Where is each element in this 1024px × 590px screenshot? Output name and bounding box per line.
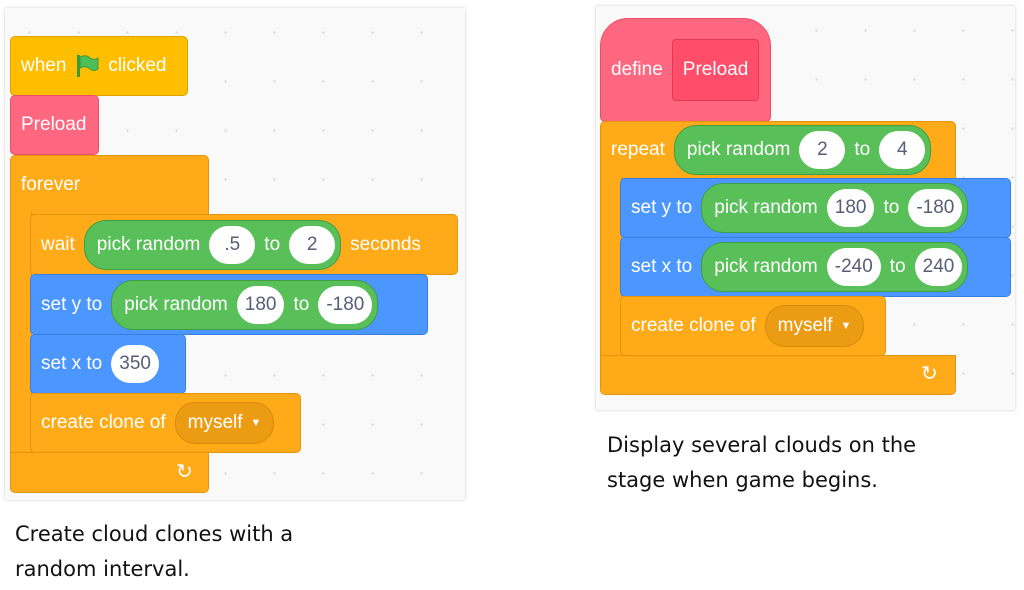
- caption-line: Create cloud clones with a: [15, 522, 294, 546]
- pick-random-label: pick random: [96, 233, 201, 255]
- clicked-label: clicked: [108, 55, 167, 76]
- caption-line: random interval.: [15, 557, 190, 581]
- pick-random-reporter[interactable]: pick random -240 to 240: [701, 242, 969, 292]
- define-preload-block[interactable]: define Preload: [600, 18, 771, 122]
- pick-random-label: pick random: [124, 293, 228, 315]
- set-x-block[interactable]: set x to 350: [30, 334, 186, 394]
- to-label: to: [854, 139, 871, 160]
- set-y-block[interactable]: set y to pick random 180 to -180: [620, 178, 1011, 238]
- pick-random-label: pick random: [714, 256, 818, 277]
- wait-label: wait: [41, 233, 75, 255]
- define-label: define: [611, 59, 663, 80]
- caret-down-icon: ▼: [840, 320, 852, 332]
- pick-random-reporter[interactable]: pick random 2 to 4: [673, 125, 932, 175]
- repeat-arm: [600, 177, 622, 357]
- to-input[interactable]: 240: [914, 248, 963, 286]
- pick-random-reporter[interactable]: pick random 180 to -180: [111, 279, 379, 330]
- to-input[interactable]: -180: [908, 189, 963, 227]
- when-label: when: [21, 55, 67, 76]
- from-input[interactable]: 180: [236, 285, 285, 324]
- clone-target-value: myself: [187, 412, 243, 433]
- create-clone-block[interactable]: create clone of myself ▼: [30, 393, 301, 453]
- to-input[interactable]: -180: [318, 285, 373, 324]
- forever-bottom: ↻: [10, 452, 209, 493]
- pick-random-reporter[interactable]: pick random .5 to 2: [83, 219, 342, 270]
- caption-line: Display several clouds on the: [607, 433, 917, 457]
- set-x-label: set x to: [41, 353, 103, 374]
- to-label: to: [264, 233, 281, 255]
- to-label: to: [883, 197, 900, 218]
- set-y-label: set y to: [41, 293, 103, 315]
- set-y-label: set y to: [631, 197, 693, 218]
- to-input[interactable]: 4: [879, 131, 926, 169]
- pick-random-label: pick random: [686, 139, 791, 160]
- clone-target-value: myself: [777, 315, 833, 336]
- loop-arrow-icon: ↻: [176, 461, 193, 483]
- right-caption: Display several clouds on the stage when…: [607, 428, 916, 498]
- preload-prototype: Preload: [671, 39, 760, 101]
- from-input[interactable]: 2: [799, 131, 846, 169]
- from-input[interactable]: 180: [826, 189, 875, 227]
- clone-target-dropdown[interactable]: myself ▼: [174, 402, 275, 444]
- set-x-block[interactable]: set x to pick random -240 to 240: [620, 237, 1011, 297]
- preload-label: Preload: [682, 59, 749, 80]
- repeat-bottom: ↻: [600, 355, 956, 395]
- when-flag-clicked-block[interactable]: when clicked: [10, 15, 188, 96]
- from-input[interactable]: .5: [209, 225, 256, 264]
- create-clone-label: create clone of: [41, 412, 166, 433]
- repeat-block[interactable]: repeat pick random 2 to 4: [600, 121, 956, 179]
- create-clone-block[interactable]: create clone of myself ▼: [620, 296, 886, 356]
- set-x-label: set x to: [631, 256, 693, 277]
- pick-random-reporter[interactable]: pick random 180 to -180: [701, 183, 969, 233]
- pick-random-label: pick random: [714, 197, 818, 218]
- clone-target-dropdown[interactable]: myself ▼: [764, 305, 865, 347]
- x-input[interactable]: 350: [111, 345, 159, 383]
- to-input[interactable]: 2: [289, 225, 336, 264]
- from-input[interactable]: -240: [826, 248, 881, 286]
- forever-label: forever: [21, 174, 81, 195]
- caret-down-icon: ▼: [250, 417, 262, 429]
- repeat-label: repeat: [611, 139, 665, 160]
- caption-line: stage when game begins.: [607, 468, 878, 492]
- create-clone-label: create clone of: [631, 315, 756, 336]
- forever-block[interactable]: forever: [10, 155, 209, 215]
- to-label: to: [889, 256, 906, 277]
- green-flag-icon: [77, 55, 99, 77]
- forever-arm: [10, 212, 32, 462]
- preload-label: Preload: [21, 114, 87, 135]
- wait-block[interactable]: wait pick random .5 to 2 seconds: [30, 214, 458, 275]
- loop-arrow-icon: ↻: [921, 363, 938, 385]
- preload-call-block[interactable]: Preload: [10, 95, 99, 155]
- seconds-label: seconds: [350, 233, 421, 255]
- set-y-block[interactable]: set y to pick random 180 to -180: [30, 274, 428, 335]
- to-label: to: [293, 293, 310, 315]
- left-caption: Create cloud clones with a random interv…: [15, 517, 293, 587]
